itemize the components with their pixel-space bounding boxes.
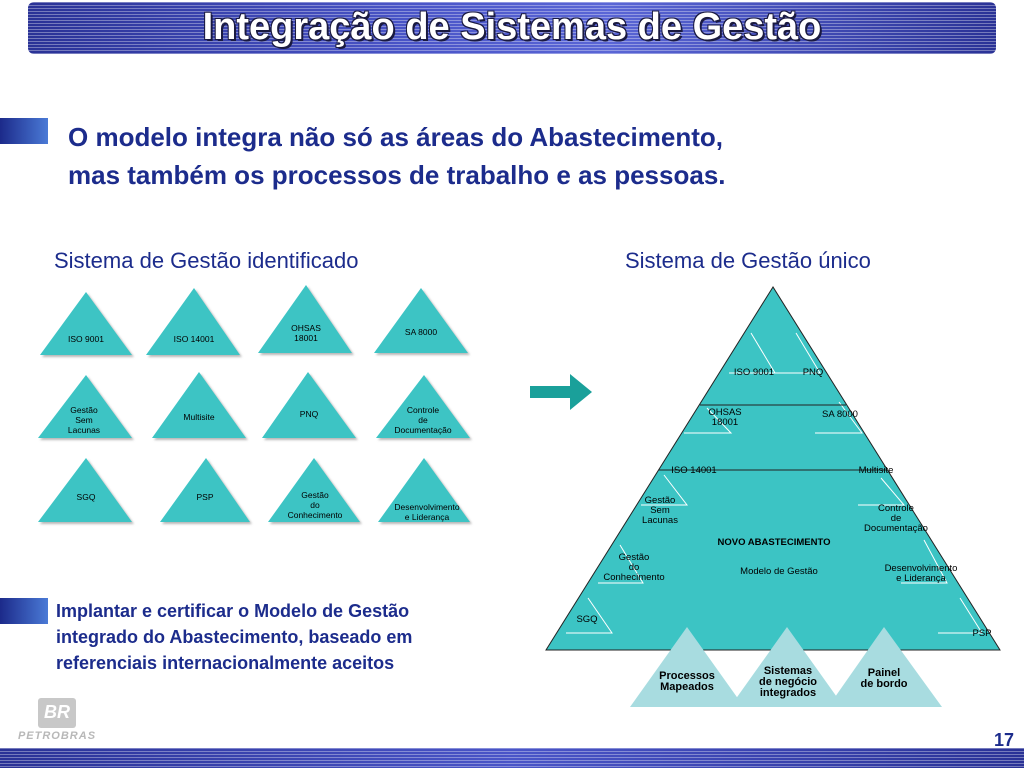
- petrobras-logo: BR PETROBRAS: [12, 694, 102, 748]
- triangle-desenvolvimento: [378, 458, 470, 522]
- big-label-desenvolvimento: Desenvolvimento e Liderança: [884, 563, 958, 584]
- footer-bar: [0, 748, 1024, 768]
- big-label-pnq: PNQ: [802, 367, 824, 378]
- big-label-gestao-conhecimento: Gestão do Conhecimento: [603, 552, 665, 583]
- label-sa8000: SA 8000: [404, 327, 438, 337]
- big-label-modelo: Modelo de Gestão: [740, 566, 818, 577]
- label-pnq: PNQ: [299, 409, 319, 419]
- bullet-marker: [0, 118, 48, 144]
- label-iso9001: ISO 9001: [68, 334, 104, 344]
- big-label-multisite: Multisite: [858, 465, 894, 476]
- bullet-marker-2: [0, 598, 48, 624]
- triangle-iso9001: [40, 292, 132, 355]
- label-psp: PSP: [196, 492, 214, 502]
- label-sgq: SGQ: [76, 492, 96, 502]
- triangle-sgq: [38, 458, 132, 522]
- label-processos: Processos Mapeados: [659, 670, 715, 693]
- br-mark: BR: [38, 698, 76, 728]
- big-label-sgq: SGQ: [576, 614, 598, 625]
- big-label-controle: Controle de Documentação: [864, 503, 928, 534]
- page-title: Integração de Sistemas de Gestão: [202, 6, 822, 48]
- triangle-multisite: [152, 372, 246, 438]
- triangle-psp: [160, 458, 250, 522]
- implement-line-1: Implantar e certificar o Modelo de Gestã…: [56, 601, 410, 621]
- triangle-iso14001: [146, 288, 240, 355]
- big-label-sa8000: SA 8000: [822, 409, 858, 420]
- label-controle: Controle de Documentação: [394, 405, 452, 435]
- big-label-psp: PSP: [972, 628, 992, 639]
- label-sistemas: Sistemas de negócio integrados: [758, 665, 818, 699]
- right-arrow: [530, 374, 592, 410]
- right-heading: Sistema de Gestão único: [625, 248, 871, 273]
- title-banner: [28, 2, 996, 54]
- intro-line-1: O modelo integra não só as áreas do Abas…: [68, 122, 723, 152]
- implement-line-3: referenciais internacionalmente aceitos: [56, 653, 395, 673]
- label-ohsas: OHSAS 18001: [291, 323, 321, 343]
- triangle-pnq: [262, 372, 356, 438]
- big-label-iso9001: ISO 9001: [733, 367, 775, 378]
- intro-line-2: mas também os processos de trabalho e as…: [68, 160, 726, 190]
- triangle-gestao-conhecimento: [268, 458, 360, 522]
- label-gsl: Gestão Sem Lacunas: [67, 405, 101, 435]
- bottom-triangle-processos: [630, 627, 744, 707]
- page-number: 17: [993, 730, 1014, 750]
- label-desenvolvimento: Desenvolvimento e Liderança: [394, 502, 460, 522]
- label-painel: Painel de bordo: [860, 667, 908, 690]
- logo-text: PETROBRAS: [17, 730, 97, 742]
- big-label-novo: NOVO ABASTECIMENTO: [717, 537, 831, 548]
- big-triangle-grid: [566, 332, 983, 634]
- label-iso14001: ISO 14001: [173, 334, 215, 344]
- triangle-gsl: [38, 375, 132, 438]
- big-triangle: [545, 286, 1001, 651]
- label-multisite: Multisite: [183, 412, 215, 422]
- triangle-sa8000: [374, 288, 468, 353]
- intro-text: O modelo integra não só as áreas do Abas…: [68, 118, 968, 194]
- implement-line-2: integrado do Abastecimento, baseado em: [56, 627, 413, 647]
- big-label-ohsas: OHSAS 18001: [708, 407, 742, 428]
- br-mark-text: BR: [44, 702, 70, 722]
- implement-text: Implantar e certificar o Modelo de Gestã…: [56, 598, 506, 676]
- big-label-gsl: Gestão Sem Lacunas: [642, 495, 678, 526]
- bottom-triangle-painel: [828, 627, 942, 707]
- triangle-controle: [376, 375, 470, 438]
- bottom-triangle-sistemas: [730, 627, 844, 707]
- left-heading: Sistema de Gestão identificado: [54, 248, 359, 273]
- label-gestao-conhecimento: Gestão do Conhecimento: [287, 490, 343, 520]
- big-label-iso14001: ISO 14001: [671, 465, 717, 476]
- triangle-ohsas: [258, 285, 352, 353]
